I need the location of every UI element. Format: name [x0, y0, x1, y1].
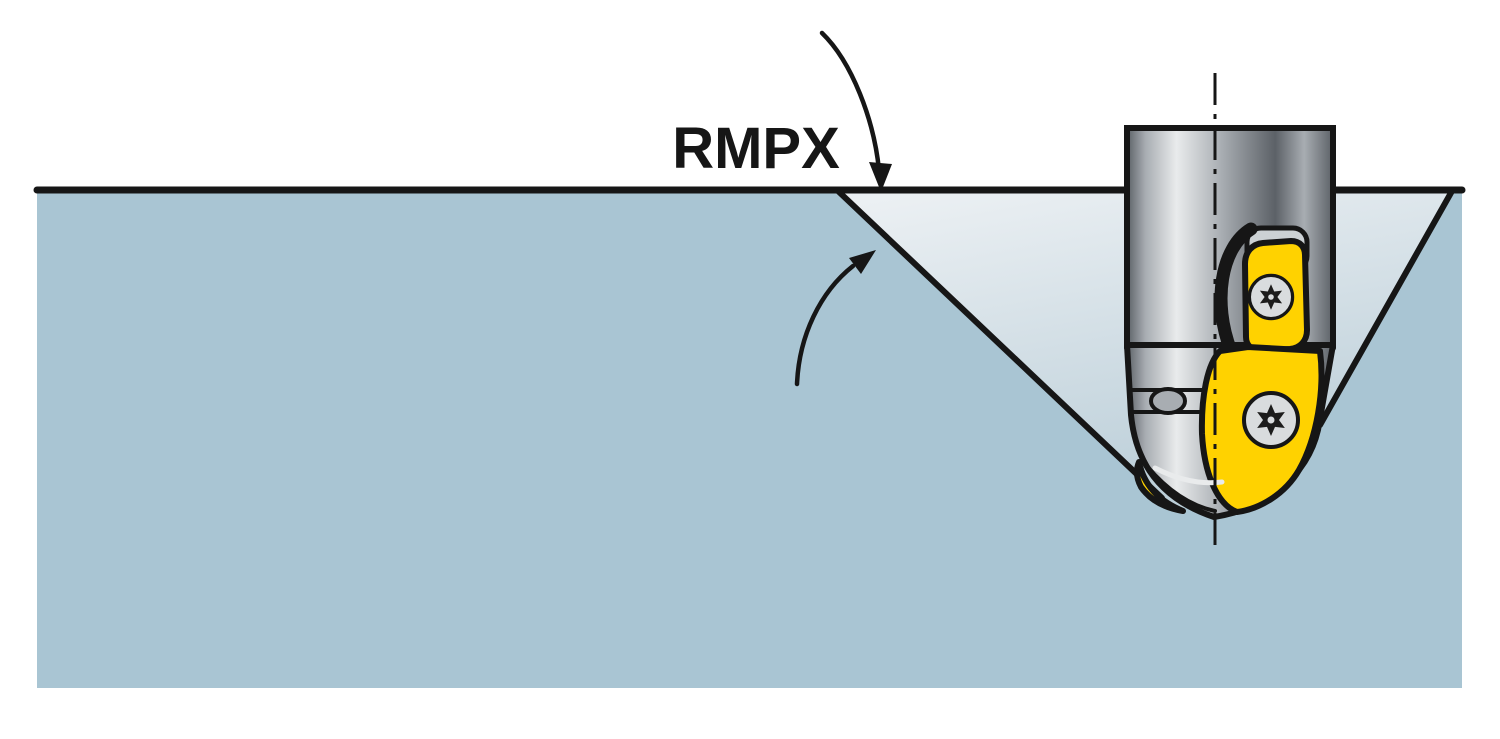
- chip-gash: [1214, 222, 1258, 358]
- tip-insert-edge: [1133, 459, 1186, 514]
- rmpx-label: RMPX: [672, 116, 840, 181]
- torx-screw-lower: [1242, 391, 1300, 449]
- flute-edge: [1145, 464, 1217, 513]
- cutter-head-hole: [1149, 387, 1187, 415]
- ramp-left-edge: [835, 188, 1165, 501]
- milling-tool: [1124, 125, 1336, 520]
- ramp-arrow-head: [869, 162, 892, 192]
- angle-arc-curve: [794, 263, 856, 387]
- torx-screw-upper: [1247, 273, 1295, 321]
- ramp-right-edge: [1317, 188, 1455, 428]
- annotations: RMPX: [672, 30, 892, 387]
- ramp-arrow-curve: [819, 30, 882, 173]
- angle-arc-head: [849, 250, 876, 274]
- tool-shank-outline: [1124, 125, 1336, 351]
